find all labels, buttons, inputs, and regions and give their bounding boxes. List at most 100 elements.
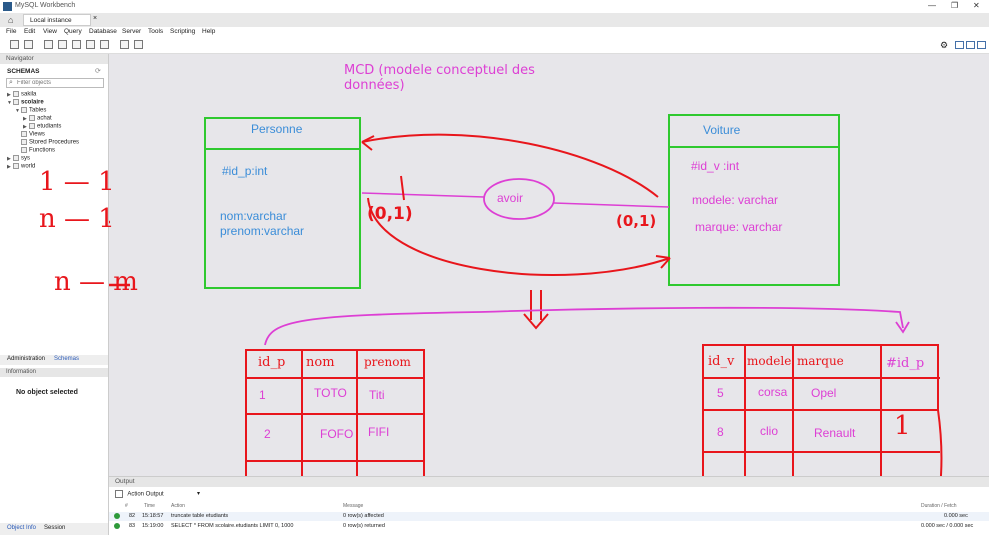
reconnect-icon[interactable] [134, 40, 143, 49]
entity-voiture-name: Voiture [703, 123, 741, 137]
expand-arrow-icon[interactable]: ▶ [23, 123, 27, 130]
table2-cell: 5 [717, 386, 724, 400]
table1-cell: Titi [369, 388, 385, 402]
tree-item-achat[interactable]: ▶achat [23, 115, 52, 122]
dropdown-arrow-icon[interactable]: ▾ [197, 491, 201, 497]
output-row[interactable]: 83 15:19:00 SELECT * FROM scolaire.etudi… [109, 522, 989, 531]
menu-scripting[interactable]: Scripting [170, 28, 196, 35]
menu-view[interactable]: View [43, 28, 57, 35]
menu-bar: File Edit View Query Database Server Too… [0, 27, 989, 37]
table2-cell: clio [760, 424, 779, 438]
table1-header-prenom: prenom [364, 355, 411, 369]
refresh-icon[interactable]: ⟳ [95, 68, 101, 75]
close-tab-icon[interactable]: × [93, 15, 98, 22]
tree-item-functions[interactable]: Functions [21, 147, 55, 154]
tree-item-scolaire[interactable]: ▼scolaire [7, 99, 44, 106]
arrowhead-voiture [655, 255, 671, 269]
navigator-header: Navigator [0, 54, 108, 64]
create-view-icon[interactable] [86, 40, 95, 49]
views-icon [21, 131, 27, 137]
gear-icon[interactable]: ⚙ [940, 40, 949, 50]
collapse-arrow-icon[interactable]: ▼ [15, 107, 20, 114]
toggle-output-icon[interactable] [966, 41, 975, 49]
filter-objects[interactable]: ⌕ [6, 78, 104, 88]
table2-cell: Opel [811, 386, 837, 400]
expand-arrow-icon[interactable]: ▶ [23, 115, 27, 122]
relation-label: avoir [497, 191, 524, 205]
open-sql-script-icon[interactable] [24, 40, 33, 49]
filter-input[interactable] [17, 79, 101, 87]
menu-query[interactable]: Query [64, 28, 82, 35]
diagram-subtitle: données) [344, 78, 405, 93]
maximize-icon[interactable]: ❐ [951, 1, 959, 10]
tab-session[interactable]: Session [44, 525, 66, 531]
close-icon[interactable]: ✕ [973, 1, 980, 10]
no-object-selected: No object selected [16, 389, 78, 396]
information-header: Information [0, 368, 108, 377]
database-icon [13, 155, 19, 161]
output-row[interactable]: 82 15:18:57 truncate table etudiants 0 r… [109, 512, 989, 521]
menu-file[interactable]: File [6, 28, 17, 35]
entity-voiture-attr-modele: modele: varchar [692, 193, 779, 207]
table1-header-id: id_p [258, 355, 286, 370]
tab-administration[interactable]: Administration [7, 356, 46, 362]
tree-item-tables[interactable]: ▼Tables [15, 107, 47, 114]
connection-tab[interactable]: Local instance MySQL80 [23, 14, 91, 36]
create-procedure-icon[interactable] [100, 40, 109, 49]
cardinality-left: (0,1) [367, 204, 413, 224]
expand-arrow-icon[interactable]: ▶ [7, 91, 11, 98]
table-icon [29, 123, 35, 129]
new-sql-tab-icon[interactable] [10, 40, 19, 49]
table2-cell: 8 [717, 425, 724, 439]
whiteboard-canvas[interactable]: MCD (modele conceptuel des données) Pers… [39, 54, 989, 476]
menu-edit[interactable]: Edit [24, 28, 36, 35]
down-arrow [523, 290, 549, 330]
tree-item-sakila[interactable]: ▶sakila [7, 91, 37, 98]
menu-database[interactable]: Database [89, 28, 117, 35]
toggle-sidebar-icon[interactable] [955, 41, 964, 49]
minimize-icon[interactable]: — [928, 1, 936, 10]
tab-object-info[interactable]: Object Info [7, 525, 37, 531]
table1-cell: 2 [264, 427, 271, 441]
tree-item-world[interactable]: ▶world [7, 163, 36, 170]
menu-help[interactable]: Help [202, 28, 216, 35]
fk-link-curve [264, 306, 904, 346]
expand-arrow-icon[interactable]: ▶ [7, 163, 11, 170]
table1-cell: FOFO [320, 427, 354, 441]
entity-voiture-attr-marque: marque: varchar [695, 220, 783, 234]
inspector-icon[interactable] [44, 40, 53, 49]
tree-item-stored-procedures[interactable]: Stored Procedures [21, 139, 79, 146]
output-selector[interactable]: Action Output ▾ [115, 490, 205, 500]
tree-item-etudiants[interactable]: ▶etudiants [23, 123, 62, 130]
procedures-icon [21, 139, 27, 145]
home-icon[interactable]: ⌂ [8, 15, 14, 25]
note-many-to-one: n — 1 [39, 204, 115, 234]
table2-fk-extension [937, 409, 943, 476]
table2-header-modele: modele [747, 354, 792, 368]
expand-arrow-icon[interactable]: ▶ [7, 155, 11, 162]
menu-tools[interactable]: Tools [148, 28, 164, 35]
tree-item-views[interactable]: Views [21, 131, 45, 138]
create-schema-icon[interactable] [58, 40, 67, 49]
table2-header-fk: #id_p [886, 356, 925, 371]
arrowhead-personne [361, 135, 375, 151]
entity-personne-id: #id_p:int [222, 164, 268, 178]
relation-link-left [361, 192, 485, 198]
menu-server[interactable]: Server [122, 28, 142, 35]
success-icon [114, 513, 120, 519]
toggle-secondary-sidebar-icon[interactable] [977, 41, 986, 49]
title-bar: MySQL Workbench — ❐ ✕ [0, 0, 989, 13]
create-table-icon[interactable] [72, 40, 81, 49]
tree-item-sys[interactable]: ▶sys [7, 155, 30, 162]
table1-cell: FIFI [368, 425, 390, 439]
col-action: Action [171, 503, 185, 509]
table2-cell: 1 [894, 411, 911, 441]
relation-ellipse [483, 178, 555, 220]
tables-icon [21, 107, 27, 113]
tab-schemas[interactable]: Schemas [54, 356, 80, 362]
search-table-data-icon[interactable] [120, 40, 129, 49]
diagram-title: MCD (modele conceptuel des [344, 63, 535, 78]
collapse-arrow-icon[interactable]: ▼ [7, 99, 12, 106]
output-header: Output [109, 477, 989, 487]
table2-fk-column [881, 344, 939, 411]
